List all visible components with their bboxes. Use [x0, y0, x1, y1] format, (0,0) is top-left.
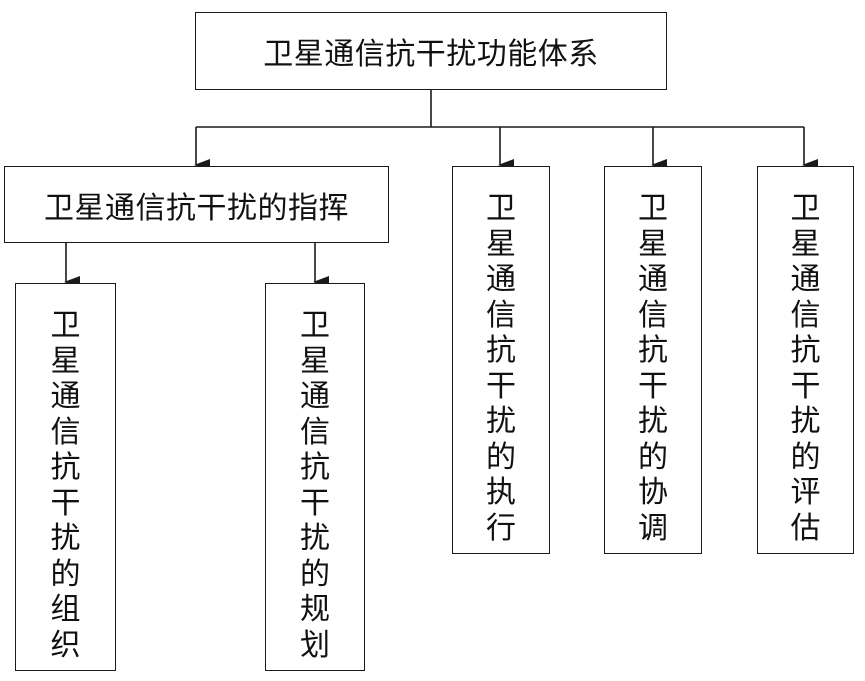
evaluate-node: 卫星通信抗干扰的评估	[757, 166, 854, 554]
organize-node: 卫星通信抗干扰的组织	[15, 283, 116, 671]
root-node-label: 卫星通信抗干扰功能体系	[263, 37, 599, 72]
coordinate-node: 卫星通信抗干扰的协调	[604, 166, 702, 554]
execute-node-label: 卫星通信抗干扰的执行	[486, 191, 516, 546]
organize-node-label: 卫星通信抗干扰的组织	[50, 308, 81, 663]
plan-node-label: 卫星通信抗干扰的规划	[300, 308, 330, 663]
plan-node: 卫星通信抗干扰的规划	[265, 283, 365, 671]
execute-node: 卫星通信抗干扰的执行	[452, 166, 550, 554]
root-node: 卫星通信抗干扰功能体系	[195, 12, 667, 90]
command-node-label: 卫星通信抗干扰的指挥	[44, 190, 349, 226]
command-node: 卫星通信抗干扰的指挥	[4, 166, 389, 243]
evaluate-node-label: 卫星通信抗干扰的评估	[790, 191, 821, 546]
coordinate-node-label: 卫星通信抗干扰的协调	[638, 191, 668, 546]
